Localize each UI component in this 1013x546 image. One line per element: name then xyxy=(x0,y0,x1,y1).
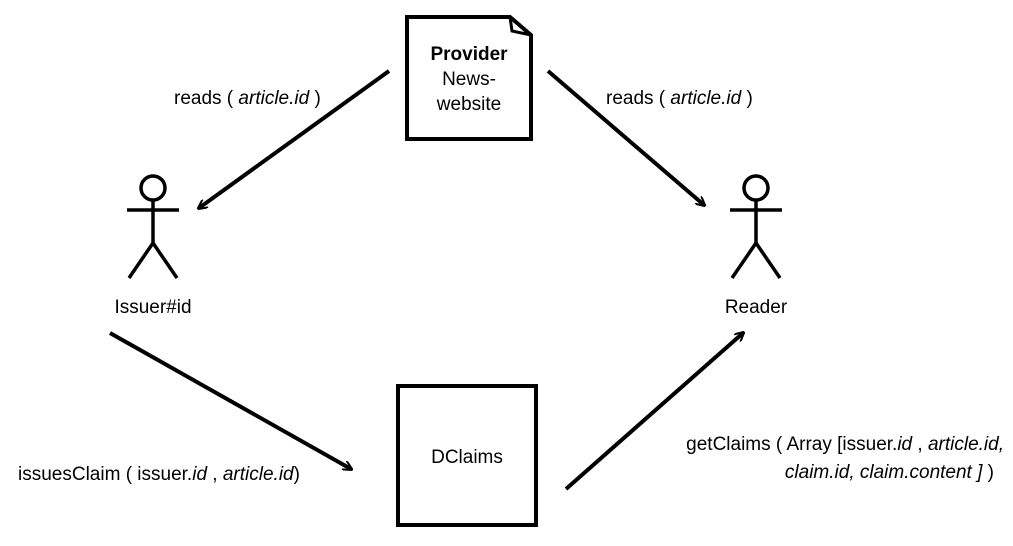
issuer-label: Issuer#id xyxy=(114,297,192,318)
edge-label-reads-right: reads ( article.id ) xyxy=(606,88,753,110)
edge-label-reads-right-suffix: ) xyxy=(741,88,753,109)
edge-label-get-claims-prefix: getClaims ( Array [issuer. xyxy=(686,434,898,455)
edge-label-issues-claim-arg1: id xyxy=(192,464,208,485)
arrow-provider-to-issuer xyxy=(199,69,391,208)
edge-label-get-claims-arg3: claim.id, claim.content ] xyxy=(784,462,983,483)
edge-label-get-claims-line1: getClaims ( Array [issuer.id , article.i… xyxy=(686,434,1004,456)
edge-label-issues-claim-arg2: article.id xyxy=(222,464,294,485)
dclaims-label: DClaims xyxy=(431,447,503,468)
edge-label-reads-left-prefix: reads ( xyxy=(174,88,239,109)
reader-label: Reader xyxy=(724,297,788,318)
edge-label-issues-claim: issuesClaim ( issuer.id , article.id) xyxy=(18,464,300,486)
edge-label-reads-left-suffix: ) xyxy=(309,88,321,109)
provider-folded-corner xyxy=(508,16,532,37)
edge-label-get-claims-sep1: , xyxy=(912,434,928,455)
arrow-issuer-to-dclaims xyxy=(109,331,351,469)
edge-label-reads-left-arg: article.id xyxy=(238,88,310,109)
provider-title: Provider xyxy=(430,44,508,65)
arrow-dclaims-to-reader xyxy=(564,333,743,491)
arrow-provider-to-reader xyxy=(546,69,704,205)
edge-label-issues-claim-suffix: ) xyxy=(293,464,300,485)
provider-node xyxy=(405,15,533,141)
edge-label-reads-left: reads ( article.id ) xyxy=(174,88,321,110)
edge-label-get-claims-line2: claim.id, claim.content ] ) xyxy=(785,462,994,484)
edge-label-reads-right-arg: article.id xyxy=(670,88,742,109)
provider-subtitle-line1: News- xyxy=(442,69,496,90)
edge-label-reads-right-prefix: reads ( xyxy=(606,88,671,109)
edge-label-get-claims-arg1: id xyxy=(897,434,913,455)
provider-document-shape xyxy=(405,15,533,141)
edge-label-issues-claim-sep: , xyxy=(207,464,223,485)
reader-actor-icon xyxy=(730,174,782,279)
dclaims-node xyxy=(396,384,538,527)
issuer-actor-icon xyxy=(127,174,179,279)
provider-subtitle-line2: website xyxy=(436,94,502,115)
edge-label-issues-claim-prefix: issuesClaim ( issuer. xyxy=(18,464,193,485)
edge-label-get-claims-arg2: article.id, xyxy=(927,434,1004,455)
edge-label-get-claims-suffix: ) xyxy=(982,462,994,483)
